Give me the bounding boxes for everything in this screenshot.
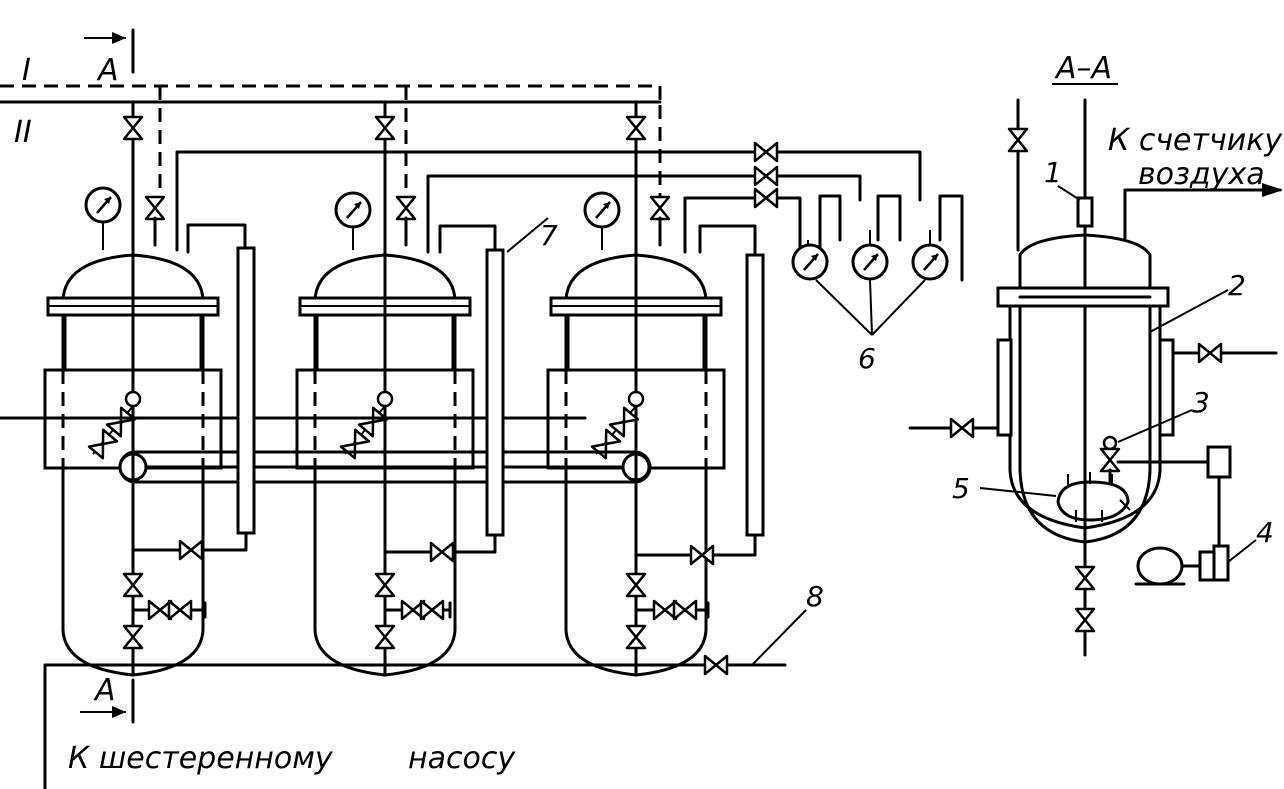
callout-4: 4	[1256, 516, 1274, 549]
leader-2	[1149, 289, 1229, 333]
gauge-icon	[911, 243, 949, 281]
section-vessel	[908, 98, 1283, 657]
gauge-icon	[583, 191, 621, 229]
section-mark-bottom	[80, 678, 135, 724]
sight-glasses	[131, 217, 765, 566]
callout-2: 2	[1228, 269, 1246, 302]
section-title: A–A	[1054, 51, 1112, 86]
callout-8: 8	[806, 580, 824, 613]
gauge-icon	[791, 243, 829, 281]
gas-lines	[175, 141, 964, 336]
top-inlet-valves	[122, 86, 671, 257]
callout-6: 6	[858, 342, 876, 375]
gauge-icon	[851, 243, 889, 281]
label-to-gear-pump-2: насосу	[408, 741, 516, 776]
label-section-a-bottom: A	[93, 673, 116, 708]
header-line-i	[0, 84, 662, 105]
label-to-air-counter-2: воздуха	[1138, 157, 1265, 192]
leader-1	[1057, 185, 1081, 201]
bottom-manifold	[118, 450, 652, 484]
callout-1: 1	[1044, 156, 1062, 189]
label-section-a-top: A	[96, 53, 119, 88]
callout-5: 5	[952, 472, 970, 505]
section-mark-top	[84, 28, 135, 74]
label-to-air-counter-1: К счетчику	[1108, 123, 1283, 158]
vessel-gauges	[84, 186, 621, 250]
callout-3: 3	[1192, 386, 1210, 419]
label-line-ii: II	[14, 115, 32, 150]
gauge-icon	[84, 186, 122, 224]
gauge-icon	[334, 191, 372, 229]
callout-7: 7	[540, 219, 558, 252]
label-to-gear-pump-1: К шестеренному	[68, 741, 334, 776]
drain-lines	[43, 538, 807, 789]
label-line-i: I	[22, 53, 31, 88]
